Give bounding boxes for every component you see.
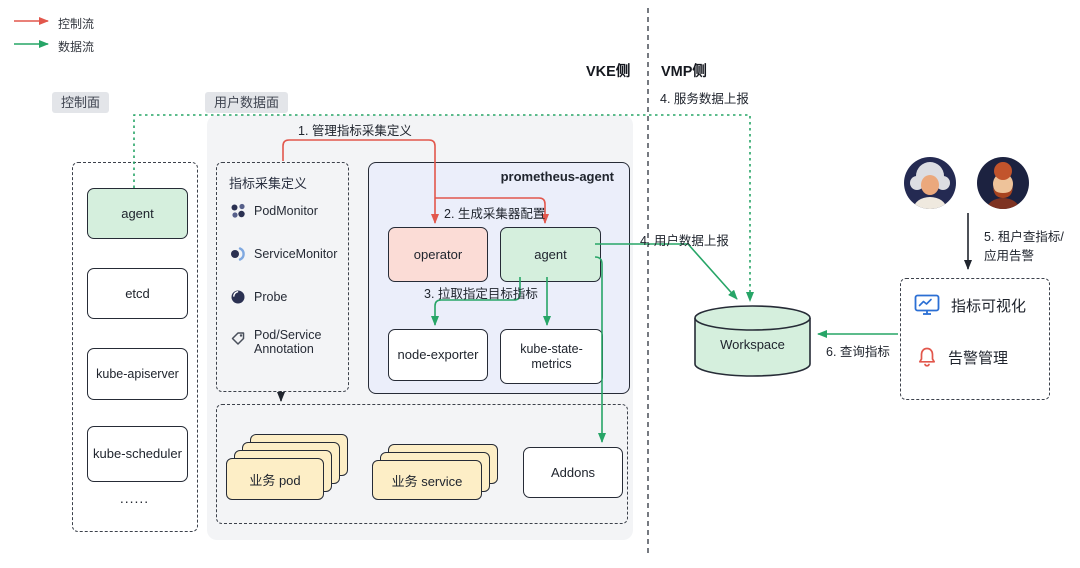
metrics-visualization-row: 指标可视化 (914, 294, 1026, 316)
metric-definitions-title: 指标采集定义 (229, 176, 308, 191)
servicemonitor-icon (231, 247, 245, 261)
probe-icon (231, 290, 245, 304)
monitor-chart-icon (914, 294, 940, 315)
defrow-podmonitor: PodMonitor (229, 202, 318, 220)
podmonitor-icon (231, 203, 245, 218)
node-kube-apiserver: kube-apiserver (87, 348, 188, 400)
flow-label-manage-defs: 1. 管理指标采集定义 (298, 124, 412, 138)
flow-label-tenant-query: 5. 租户查指标/ 应用告警 (984, 226, 1064, 264)
flow-label-tenant-query-line1: 5. 租户查指标/ (984, 230, 1064, 244)
defrow-annotation: Pod/Service Annotation (229, 328, 335, 356)
user-avatar-male (977, 157, 1029, 209)
node-business-service: 业务 service (372, 460, 482, 500)
user-avatar-female (904, 157, 956, 209)
node-kube-scheduler: kube-scheduler (87, 426, 188, 482)
alert-management-row: 告警管理 (917, 346, 1008, 368)
flow-label-generate-config: 2. 生成采集器配置 (444, 207, 546, 221)
prometheus-agent-title: prometheus-agent (500, 169, 614, 184)
metric-definitions-box (216, 162, 349, 392)
annotation-tag-icon (231, 332, 245, 345)
control-plane-ellipsis: ...... (119, 490, 150, 506)
vke-side-label: VKE侧 (586, 64, 631, 80)
servicemonitor-label: ServiceMonitor (254, 247, 338, 261)
legend-data-flow-label: 数据流 (58, 40, 95, 54)
defrow-probe: Probe (229, 288, 287, 306)
node-cp-agent: agent (87, 188, 188, 239)
legend-control-flow-label: 控制流 (58, 17, 95, 31)
node-node-exporter: node-exporter (388, 329, 488, 381)
control-plane-tag: 控制面 (52, 92, 110, 113)
node-kube-state-metrics: kube-state-metrics (500, 329, 603, 384)
probe-label: Probe (254, 290, 288, 304)
alert-management-label: 告警管理 (948, 349, 1009, 367)
node-addons: Addons (523, 447, 623, 498)
flow-label-user-data-report: 4. 用户数据上报 (640, 234, 729, 248)
defrow-servicemonitor: ServiceMonitor (229, 245, 337, 263)
flow-label-service-data-report: 4. 服务数据上报 (660, 92, 749, 106)
flow-label-pull-metrics: 3. 拉取指定目标指标 (424, 287, 538, 301)
flow-label-query-metrics: 6. 查询指标 (826, 345, 890, 359)
node-agent: agent (500, 227, 601, 282)
workspace-label: Workspace (720, 337, 785, 352)
metrics-visualization-label: 指标可视化 (951, 297, 1027, 315)
workloads-box (216, 404, 628, 524)
podmonitor-label: PodMonitor (254, 204, 318, 218)
node-operator: operator (388, 227, 488, 282)
user-data-plane-tag: 用户数据面 (205, 92, 289, 113)
vmp-side-label: VMP侧 (661, 64, 707, 80)
annotation-label: Pod/Service Annotation (254, 328, 322, 356)
node-business-pod: 业务 pod (226, 458, 324, 500)
flow-label-tenant-query-line2: 应用告警 (984, 249, 1035, 263)
ops-panel-box (900, 278, 1050, 400)
node-etcd: etcd (87, 268, 188, 319)
bell-icon (918, 347, 936, 367)
